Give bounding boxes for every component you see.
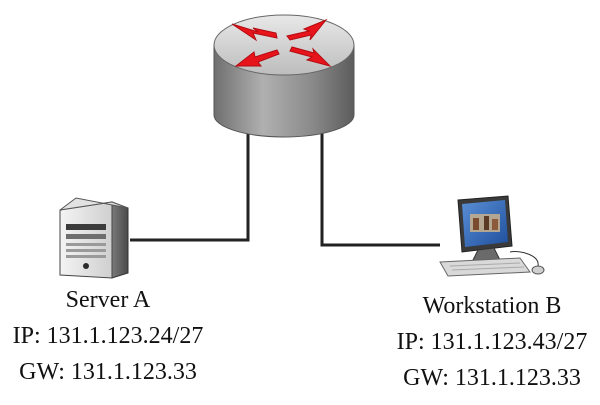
link-router-server [130,128,250,242]
router-icon [213,14,355,138]
workstation-name: Workstation B [422,293,562,319]
server-tower-icon [59,197,129,279]
workstation-ip: IP: 131.1.123.43/27 [396,329,588,355]
server-ip: IP: 131.1.123.24/27 [12,323,204,349]
server-name: Server A [65,287,151,313]
workstation-computer-icon [439,195,545,277]
workstation-gateway: GW: 131.1.123.33 [403,365,581,391]
link-router-workstation [320,128,440,247]
server-gateway: GW: 131.1.123.33 [19,359,197,385]
